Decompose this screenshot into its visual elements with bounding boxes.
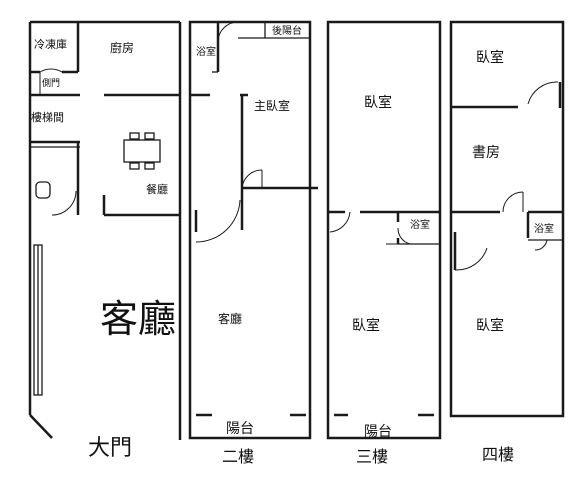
floor1-side-door-arc	[39, 68, 63, 73]
chair-icon	[144, 162, 155, 170]
floor2-living-label: 客廳	[218, 311, 242, 326]
freezer-label: 冷凍庫	[34, 37, 67, 51]
chair-icon	[129, 132, 140, 140]
floor4-study-label: 書房	[472, 145, 500, 161]
floor3-balcony-label: 陽台	[364, 424, 392, 440]
rear-balcony-label: 後陽台	[272, 24, 302, 37]
floor4-study-door-arc	[502, 191, 524, 213]
floor2-title: 二樓	[222, 447, 254, 466]
floor2-master-door-arc	[241, 169, 263, 189]
floor3-bath-door-arc	[397, 227, 411, 245]
floor2-balcony-label: 陽台	[226, 421, 254, 437]
floor3-bedroom-door-arc	[329, 211, 351, 233]
dining-label: 餐廳	[146, 182, 168, 196]
floor1-living-label: 客廳	[100, 297, 176, 341]
floor2-plan: 浴室 後陽台 主臥室 客廳 陽台 二樓	[188, 20, 318, 466]
chair-icon	[129, 162, 140, 170]
floor3-outline	[326, 20, 442, 440]
floor4-title: 四樓	[482, 445, 514, 464]
main-door-label: 大門	[88, 436, 132, 461]
floor4-bottom-door-arc	[454, 247, 488, 271]
side-door-label: 側門	[42, 77, 60, 89]
floor2-bath-label: 浴室	[196, 45, 216, 58]
floor3-bedroom-bottom-label: 臥室	[352, 317, 380, 334]
master-bedroom-label: 主臥室	[254, 98, 290, 113]
floor3-bedroom-top-label: 臥室	[364, 94, 392, 111]
floor2-bath-door-arc	[217, 21, 239, 43]
chair-icon	[144, 132, 155, 140]
floor2-outline	[188, 20, 312, 440]
floor1-entry-wall	[29, 414, 53, 439]
dining-table-icon	[123, 139, 161, 163]
floor4-bedroom-bottom-label: 臥室	[476, 317, 504, 334]
floor4-bedroom-door-arc	[527, 81, 559, 105]
kitchen-label: 廚房	[110, 40, 134, 55]
floor4-bath-label: 浴室	[534, 222, 554, 235]
stairwell-label: 樓梯間	[31, 110, 64, 124]
floor2-living-door-arc	[195, 199, 241, 243]
floor1-wc-door-arc	[51, 190, 77, 216]
floor3-title: 三樓	[356, 447, 388, 466]
toilet-icon	[35, 181, 51, 199]
floor4-bath-door-arc	[534, 239, 548, 251]
floor3-bath-label: 浴室	[410, 218, 430, 231]
floor1-plan: 冷凍庫 側門 廚房 樓梯間 餐廳 客廳 大門	[28, 20, 182, 461]
floor4-outline	[449, 20, 565, 418]
floor4-bedroom-top-label: 臥室	[476, 49, 504, 66]
floor3-plan: 臥室 浴室 臥室 陽台 三樓	[326, 20, 442, 466]
floor4-plan: 臥室 書房 浴室 臥室 四樓	[449, 20, 565, 464]
